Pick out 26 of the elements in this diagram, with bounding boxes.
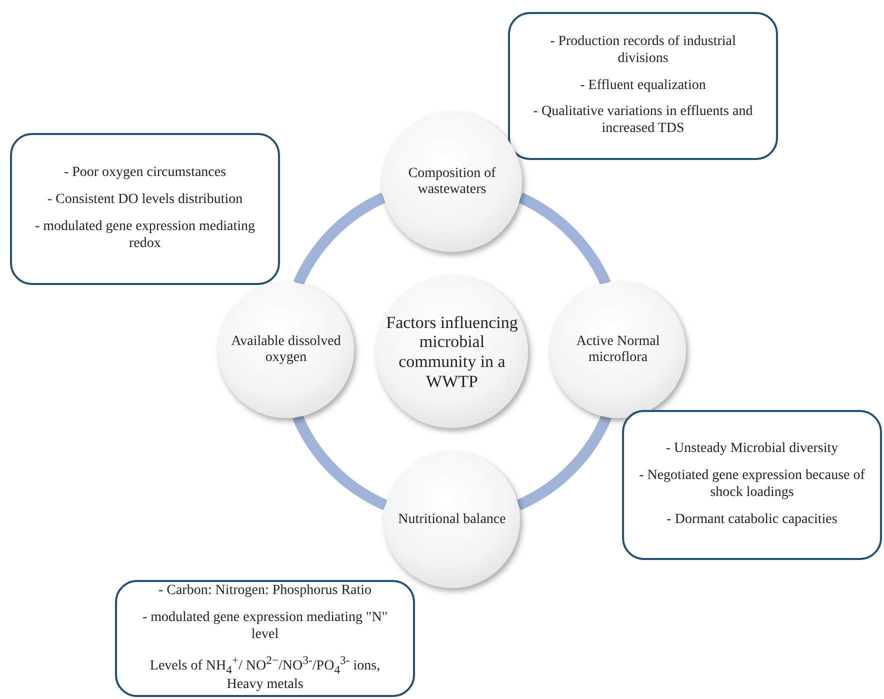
bullet-text: - Production records of industrial divisions	[549, 34, 737, 68]
text-box	[622, 410, 882, 560]
node-label: Active Normal microflora	[575, 334, 661, 366]
bullet-text: - modulated gene expression mediating redox	[34, 219, 256, 253]
node-label: Nutritional balance	[398, 512, 506, 528]
text-box	[508, 12, 778, 160]
bullet-text: - Poor oxygen circumstances	[64, 165, 226, 182]
bullet-text: - Dormant catabolic capacities	[666, 512, 838, 529]
ring-arc	[516, 414, 612, 510]
node-label: Composition of wastewaters	[407, 166, 497, 198]
node-label: Available dissolved oxygen	[230, 334, 342, 366]
bullet-text: - Qualitative variations in effluents and increased TDS	[532, 104, 754, 138]
bullet-text: - Consistent DO levels distribution	[47, 192, 243, 209]
bullet-text: - Unsteady Microbial diversity	[666, 441, 838, 458]
ring-arc	[518, 192, 611, 286]
circle-node	[218, 282, 354, 418]
bullet-text: Levels of NH$_{4}$$^{+}$/ NO$^{2−}$/NO$^{3-}$/PO$_{4}$$^{3-}$ ions, Heavy metals	[148, 654, 382, 694]
ring-arc	[292, 414, 388, 510]
text-box	[10, 133, 280, 285]
bullet-text: - Carbon: Nitrogen: Phosphorus Ratio	[158, 583, 372, 600]
node-label: Factors influencing microbial community in a WWTP	[386, 312, 518, 392]
bullet-text: - modulated gene expression mediating "N" level	[141, 610, 389, 644]
ring-arc	[293, 192, 386, 286]
bullet-text: - Effluent equalization	[580, 78, 706, 94]
text-box	[115, 580, 415, 697]
bullet-text: - Negotiated gene expression because of shock loadings	[638, 468, 866, 502]
